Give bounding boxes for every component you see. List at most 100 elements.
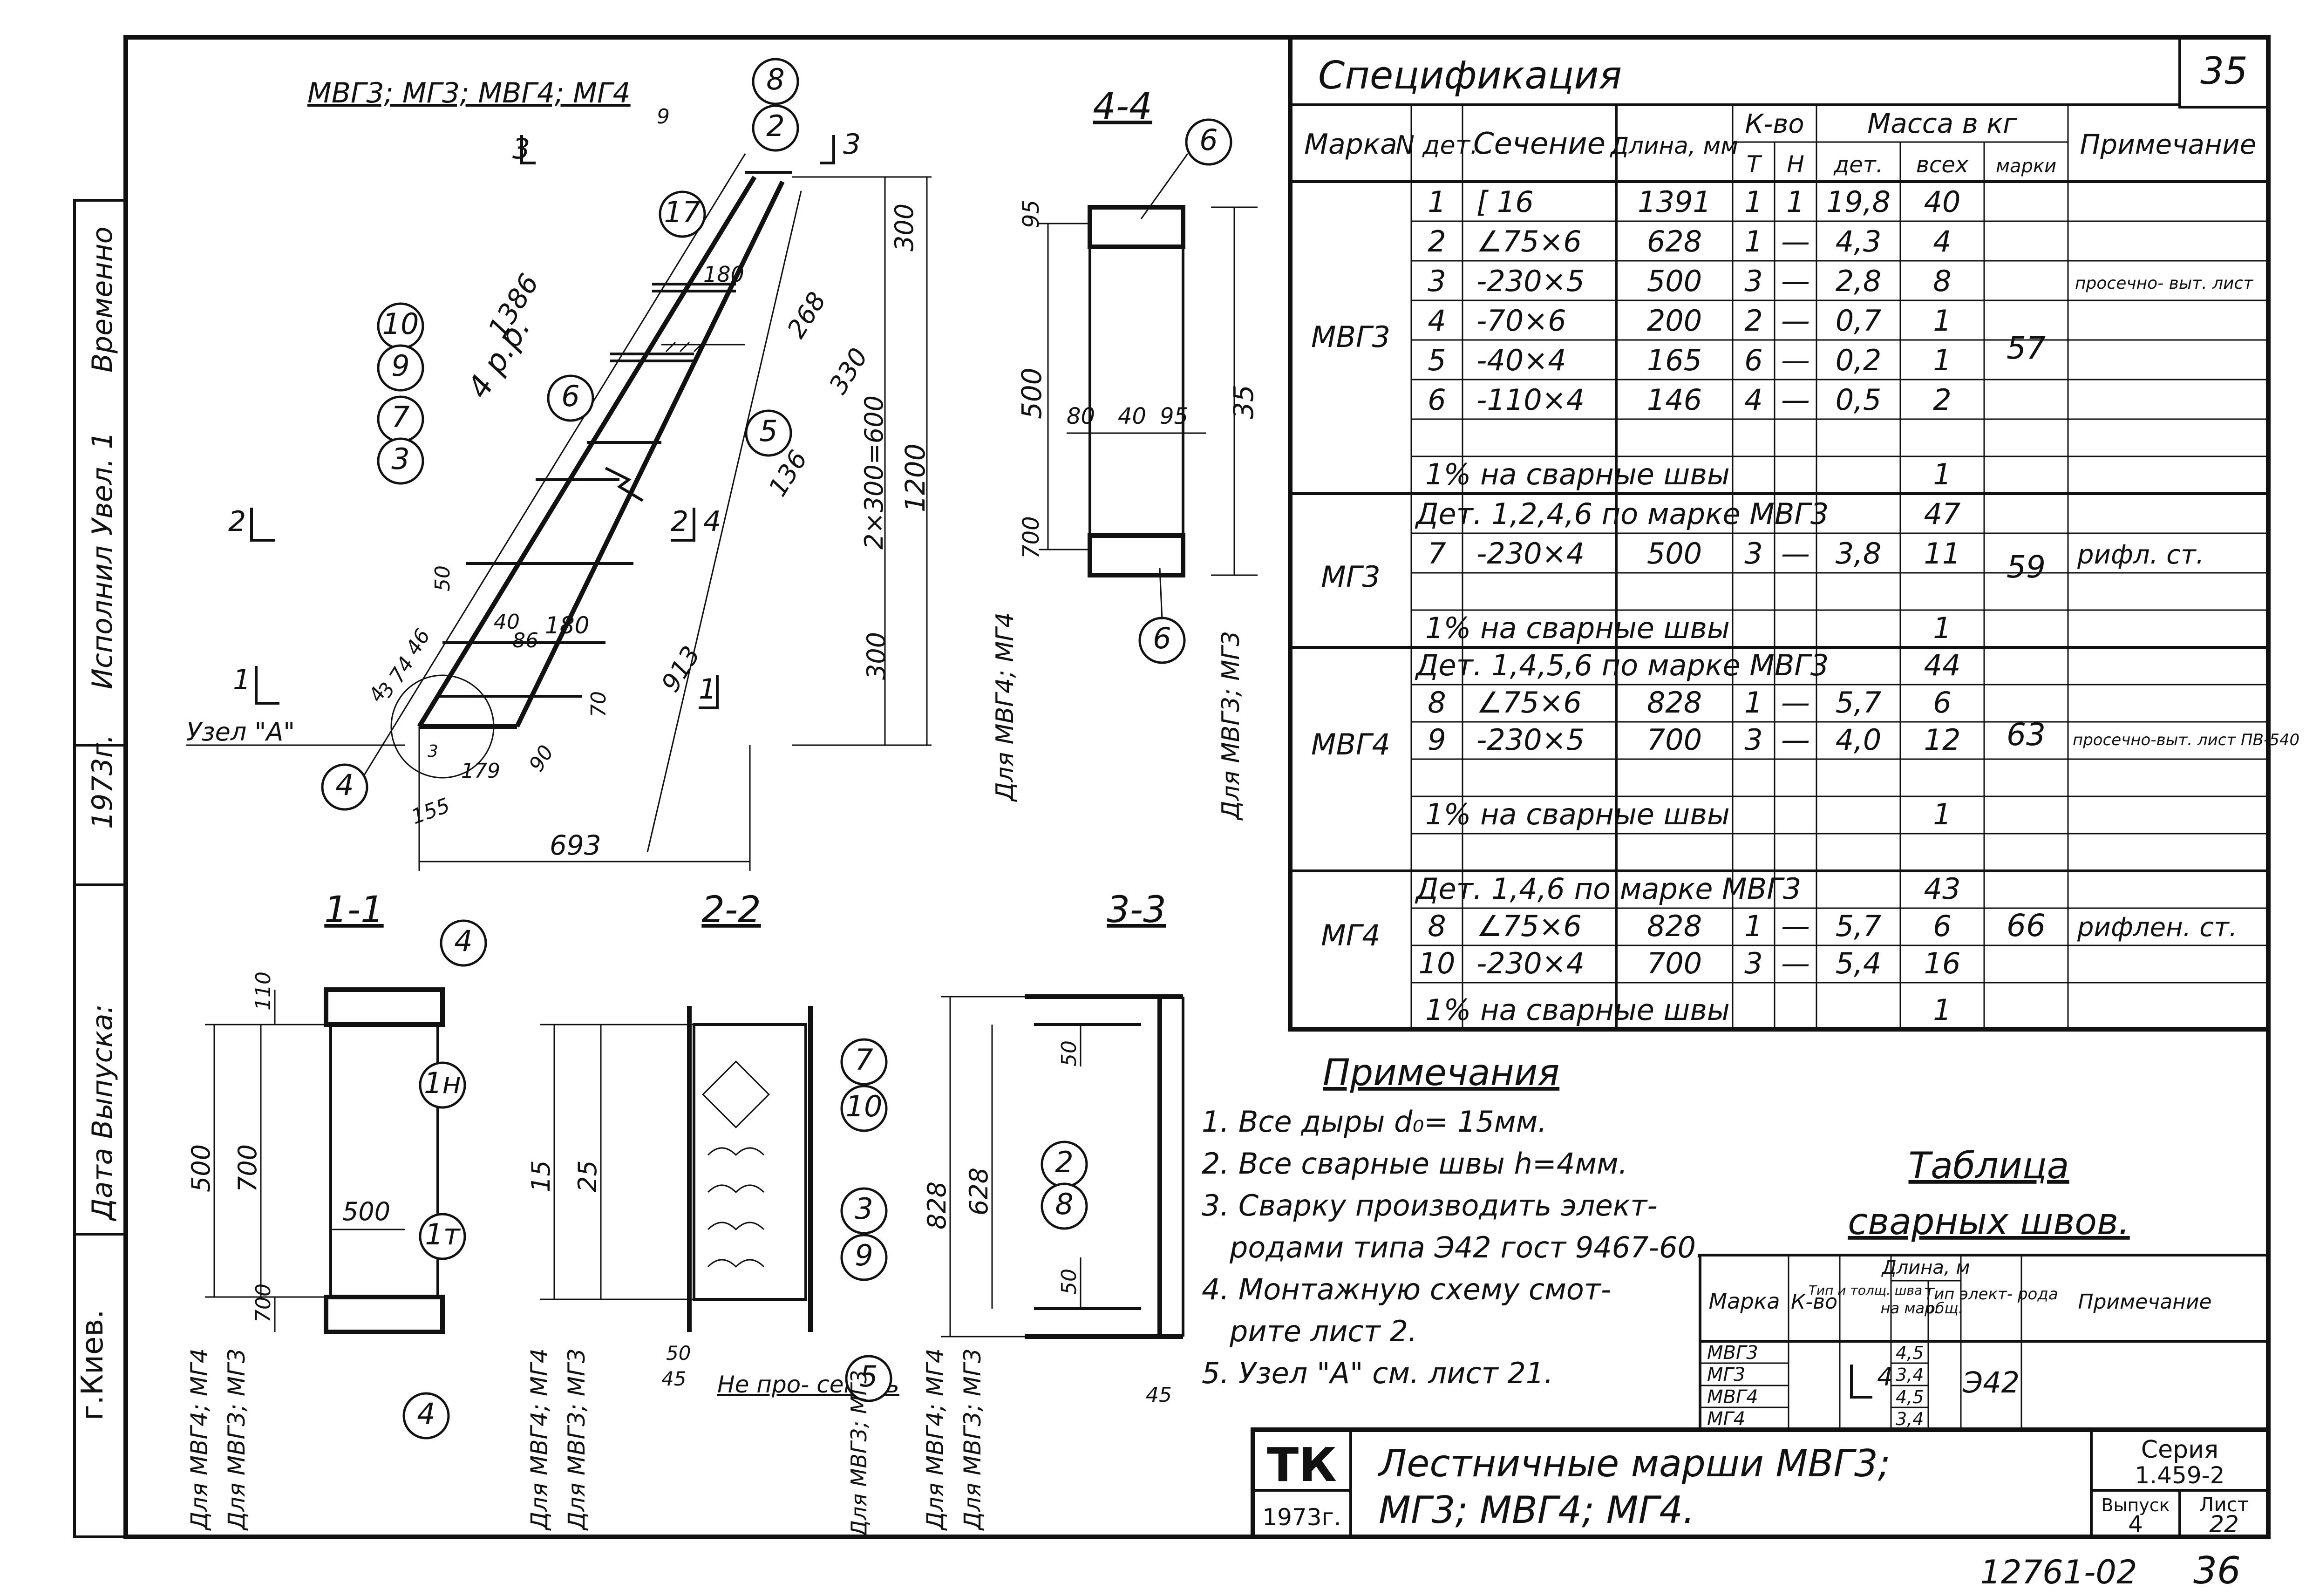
- svg-text:1: 1: [1744, 909, 1762, 943]
- weld-mark-4: МГ4: [1707, 1408, 1745, 1430]
- svg-text:50: 50: [666, 1342, 691, 1365]
- svg-text:3: 3: [1428, 264, 1446, 298]
- issue-number: 4: [2128, 1511, 2143, 1538]
- svg-text:Для МВГ3; МГ3: Для МВГ3; МГ3: [959, 1348, 986, 1531]
- svg-text:700: 700: [233, 1144, 262, 1192]
- side-label-uvel: Увел. 1: [86, 431, 119, 536]
- svg-text:828: 828: [1647, 909, 1702, 943]
- svg-text:8: 8: [1055, 1187, 1073, 1221]
- spec-table: Спецификация Марка N дет. Сечение Длина,…: [1288, 35, 2299, 1032]
- svg-text:Дет. 1,2,4,6 по марке МВГ3: Дет. 1,2,4,6 по марке МВГ3: [1415, 497, 1829, 531]
- svg-text:5,7: 5,7: [1836, 909, 1882, 943]
- spec-h-mass-mark: марки: [1996, 156, 2056, 177]
- svg-text:[ 16: [ 16: [1476, 185, 1534, 219]
- svg-text:500: 500: [342, 1197, 390, 1226]
- svg-text:90: 90: [524, 741, 558, 776]
- note-1: 1. Все дыры d₀= 15мм.: [1202, 1105, 1547, 1139]
- title-year: 1973г.: [1262, 1504, 1341, 1531]
- svg-text:3: 3: [855, 1192, 873, 1226]
- svg-text:1: 1: [1933, 304, 1951, 338]
- svg-text:17: 17: [664, 195, 701, 229]
- svg-text:700: 700: [1018, 516, 1044, 559]
- side-label-year: 1973г.: [86, 734, 119, 829]
- svg-text:10: 10: [1419, 946, 1456, 980]
- svg-text:4: 4: [1428, 304, 1446, 338]
- svg-text:6: 6: [1199, 123, 1218, 157]
- svg-text:—: —: [1781, 264, 1810, 298]
- svg-text:1% на сварные швы: 1% на сварные швы: [1425, 797, 1730, 831]
- svg-text:рифл. ст.: рифл. ст.: [2077, 540, 2204, 570]
- section-4-4: 4-4 95 700 500 35 80 40 95 6 6 Для МВГ4;…: [991, 86, 1259, 821]
- svg-text:70: 70: [587, 691, 611, 717]
- svg-text:-230×5: -230×5: [1476, 264, 1585, 298]
- series-number: 1.459-2: [2135, 1462, 2225, 1489]
- svg-text:3: 3: [1744, 537, 1762, 570]
- svg-text:700: 700: [1647, 946, 1702, 980]
- svg-text:2: 2: [1428, 224, 1446, 258]
- svg-text:3: 3: [843, 128, 861, 161]
- svg-text:Для МВГ4; МГ4: Для МВГ4; МГ4: [922, 1348, 949, 1531]
- side-strip: [73, 199, 127, 1538]
- spec-h-qty-n: Н: [1787, 151, 1804, 178]
- elevation-callouts: 8 2 17 10 9 7 3 6 5 4: [321, 58, 799, 811]
- title-line2: МГ3; МВГ4; МГ4.: [1379, 1488, 1695, 1532]
- svg-text:—: —: [1781, 383, 1810, 417]
- svg-text:2: 2: [766, 109, 784, 143]
- side-label-date: Дата Выпуска:: [86, 1004, 119, 1222]
- svg-text:—: —: [1781, 723, 1810, 757]
- svg-text:8: 8: [1428, 686, 1446, 720]
- svg-text:4: 4: [703, 505, 721, 538]
- weld-size: 4: [1877, 1362, 1893, 1392]
- note-4: 4. Монтажную схему смот-: [1202, 1272, 1611, 1306]
- svg-text:25: 25: [573, 1160, 602, 1192]
- notes-title: Примечания: [1323, 1052, 1559, 1094]
- svg-text:35: 35: [1228, 385, 1259, 419]
- svg-text:Дет. 1,4,5,6 по марке МВГ3: Дет. 1,4,5,6 по марке МВГ3: [1415, 648, 1829, 682]
- svg-text:200: 200: [1647, 304, 1702, 338]
- svg-text:693: 693: [550, 829, 601, 861]
- spec-h-length: Длина, мм: [1610, 132, 1738, 159]
- svg-text:4: 4: [335, 768, 354, 802]
- svg-text:1: 1: [1933, 343, 1951, 377]
- svg-text:—: —: [1781, 343, 1810, 377]
- spec-group-mvg4-rows: Дет. 1,4,5,6 по марке МВГ3 44 8 ∠75×6 82…: [1415, 648, 2299, 831]
- svg-text:5: 5: [1428, 343, 1446, 377]
- note-2: 2. Все сварные швы h=4мм.: [1202, 1147, 1628, 1181]
- svg-text:40: 40: [1118, 403, 1146, 429]
- svg-text:10: 10: [382, 307, 419, 341]
- section-3-3: 3-3 828 628 50 50 45 2 8 Для МВГ4; МГ4 Д…: [922, 889, 1184, 1531]
- svg-text:5: 5: [759, 414, 777, 448]
- svg-text:1200: 1200: [899, 443, 931, 512]
- weld-fillet-icon: [1850, 1365, 1872, 1399]
- spec-mass-mg3: 59: [2007, 549, 2046, 585]
- spec-h-note: Примечание: [2080, 129, 2257, 160]
- svg-text:9: 9: [657, 105, 670, 129]
- spec-mark-mvg4: МВГ4: [1311, 727, 1390, 761]
- svg-text:-230×5: -230×5: [1476, 723, 1585, 757]
- spec-title: Спецификация: [1318, 54, 1622, 98]
- weld-h-note: Примечание: [2078, 1290, 2211, 1314]
- weld-len-2: 3,4: [1896, 1365, 1924, 1385]
- svg-text:74: 74: [385, 652, 419, 687]
- svg-text:1: 1: [1744, 185, 1762, 219]
- svg-text:828: 828: [922, 1182, 952, 1229]
- svg-text:300: 300: [862, 632, 891, 680]
- svg-text:44: 44: [1924, 648, 1961, 682]
- svg-text:1% на сварные швы: 1% на сварные швы: [1425, 993, 1730, 1027]
- svg-text:4: 4: [417, 1397, 435, 1431]
- svg-text:3: 3: [391, 442, 409, 476]
- svg-text:1: 1: [1933, 797, 1951, 831]
- section-1-1: 1-1 500 700 110 700 500 4 1н 1т 4 Для МВ…: [186, 889, 487, 1531]
- node-a-circle: [390, 674, 495, 779]
- side-label-temp: Временно: [86, 226, 119, 373]
- svg-text:9: 9: [391, 349, 409, 383]
- svg-text:11: 11: [1924, 537, 1961, 570]
- stair-elevation: МВГ3; МГ3; МВГ4; МГ4: [186, 58, 932, 871]
- svg-text:15: 15: [526, 1160, 556, 1192]
- spec-group-mg4-rows: Дет. 1,4,6 по марке МВГ3 43 8 ∠75×6 828 …: [1415, 872, 2238, 1027]
- sheet-label: Лист: [2199, 1493, 2249, 1516]
- svg-text:5: 5: [859, 1359, 878, 1393]
- weld-h-len-total: общ.: [1926, 1299, 1963, 1317]
- svg-text:46: 46: [401, 625, 435, 659]
- svg-text:268: 268: [782, 287, 832, 343]
